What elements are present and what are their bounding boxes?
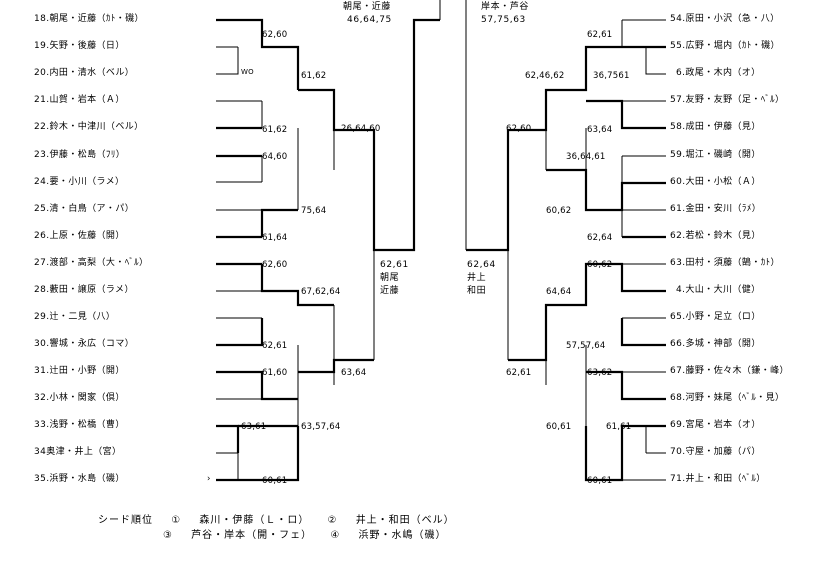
entry-left-26: 26.上原・佐藤（開） [34,231,125,241]
entry-left-27: 27.渡部・高梨（大・ﾍﾞﾙ） [34,258,149,268]
entry-left-33: 33.浅野・松橋（曹） [34,420,125,430]
score-right-r2-b: 60,62 [546,206,572,216]
score-left-r3-b: 63,64 [341,368,367,378]
semifinal-left-name2: 近藤 [380,286,400,296]
score-left-wo: WO [241,68,254,76]
entry-left-25: 25.清・白鳥（ア・パ） [34,204,135,214]
score-left-r1-f: 62,61 [262,341,288,351]
score-right-r1-d: 36,64,61 [566,152,606,162]
semifinal-right-name1: 井上 [467,273,487,283]
entry-left-21: 21.山賀・岩本（Ａ） [34,95,125,105]
entry-left-30: 30.響城・永広（コマ） [34,339,135,349]
seed-row-2: ③ 芦谷・岸本（開・フェ） ④ 浜野・水嶋（磯） [163,530,461,542]
entry-right-68: 68.河野・妹尾（ﾍﾞﾙ・見） [670,393,785,403]
score-left-r1-i: 60,61 [262,476,288,486]
entry-right-69: 69.宮尾・岩本（オ） [670,420,761,430]
semifinal-right-score: 62,64 [467,260,496,270]
score-left-r1-b: 61,62 [262,125,288,135]
semifinal-left-name1: 朝尾 [380,273,400,283]
entry-right-67: 67.藤野・佐々木（鎌・峰） [670,366,789,376]
score-right-r1-f: 60,62 [587,260,613,270]
entry-right-59: 59.堀江・磯崎（開） [670,150,761,160]
score-right-r1-i: 61,61 [606,422,632,432]
score-right-r3-a: 62,60 [506,124,532,134]
seed-2-mark: ② [327,515,338,526]
entry-left-20: 20.内田・清水（ベル） [34,68,135,78]
entry-left-31: 31.辻田・小野（開） [34,366,125,376]
entry-left-32: 32.小林・関家（倶） [34,393,125,403]
score-right-r2-c: 64,64 [546,287,572,297]
seed-4-mark: ④ [330,530,341,541]
seed-1: 森川・伊藤（Ｌ・ロ） [199,515,310,526]
entry-right-55: 55.広野・堀内（ｶﾄ・磯） [670,41,780,51]
entry-right-61: 61.金田・安川（ﾗﾒ） [670,204,762,214]
seed-label: シード順位 [98,515,153,526]
entry-left-19: 19.矢野・後藤（日） [34,41,125,51]
score-right-r1-b: 36,7561 [593,71,630,81]
top-left-score: 46,64,75 [347,15,392,25]
seed-row-1: シード順位 ① 森川・伊藤（Ｌ・ロ） ② 井上・和田（ベル） [98,515,469,527]
entry-right-63: 63.田村・須藤（鵠・ｶﾄ） [670,258,780,268]
score-left-r1-h: 63,61 [241,422,267,432]
entry-left-18: 18.朝尾・近藤（ｶﾄ・磯） [34,14,144,24]
seed-2: 井上・和田（ベル） [355,515,455,526]
semifinal-right-name2: 和田 [467,286,487,296]
score-right-r1-c: 63,64 [587,125,613,135]
top-left-pair: 朝尾・近藤 [343,2,392,12]
score-left-r1-c: 64,60 [262,152,288,162]
entry-right-70: 70.守屋・加藤（パ） [670,447,761,457]
seed-1-mark: ① [171,515,182,526]
score-right-r1-e: 62,64 [587,233,613,243]
wo-marker: › [207,474,211,484]
score-left-r2-c: 67,62,64 [301,287,341,297]
score-left-r1-g: 61,60 [262,368,288,378]
semifinal-left-score: 62,61 [380,260,409,270]
entry-right-62: 62.若松・鈴木（見） [670,231,761,241]
entry-left-34: 34奥津・井上（宮） [34,447,122,457]
score-left-r1-e: 62,60 [262,260,288,270]
entry-left-23: 23.伊藤・松島（ﾌﾘ） [34,150,126,160]
entry-left-28: 28.藪田・譲原（ラメ） [34,285,134,295]
score-left-r3-a: 26,64,60 [341,124,381,134]
score-left-r2-b: 75,64 [301,206,327,216]
entry-right-57: 57.友野・友野（足・ﾍﾞﾙ） [670,95,785,105]
entry-right-54: 54.原田・小沢（急・八） [670,14,780,24]
score-right-r1-j: 60,61 [587,476,613,486]
entry-right-71: 71.井上・和田（ﾍﾞﾙ） [670,474,766,484]
entry-right-58: 58.成田・伊藤（見） [670,122,761,132]
entry-right-65: 65.小野・足立（ロ） [670,312,761,322]
entry-left-24: 24.要・小川（ラメ） [34,177,125,187]
score-right-r3-b: 62,61 [506,368,532,378]
score-right-r1-a: 62,61 [587,30,613,40]
score-right-r1-h: 63,62 [587,368,613,378]
entry-left-29: 29.辻・二見（八） [34,312,116,322]
seed-3: 芦谷・岸本（開・フェ） [191,530,313,541]
left-line-20 [216,47,239,75]
seed-3-mark: ③ [163,530,173,541]
score-left-r1-a: 62,60 [262,30,288,40]
score-right-r2-a: 62,46,62 [525,71,565,81]
entry-left-35: 35.浜野・水島（磯） [34,474,125,484]
seed-4: 浜野・水嶋（磯） [358,530,447,541]
top-right-score: 57,75,63 [481,15,526,25]
entry-right-60: 60.大田・小松（Ａ） [670,177,761,187]
top-right-pair: 岸本・芦谷 [481,2,530,12]
score-right-r2-d: 60,61 [546,422,572,432]
entry-left-22: 22.鈴木・中津川（ベル） [34,122,144,132]
right-line-6 [645,47,666,75]
score-right-r1-g: 57,57,64 [566,341,606,351]
score-left-r2-a: 61,62 [301,71,327,81]
score-left-r1-d: 61,64 [262,233,288,243]
score-left-r2-d: 63,57,64 [301,422,341,432]
entry-right-66: 66.多城・神部（開） [670,339,761,349]
entry-right-6: 6.政尾・木内（オ） [676,68,761,78]
entry-right-4: 4.大山・大川（健） [676,285,761,295]
